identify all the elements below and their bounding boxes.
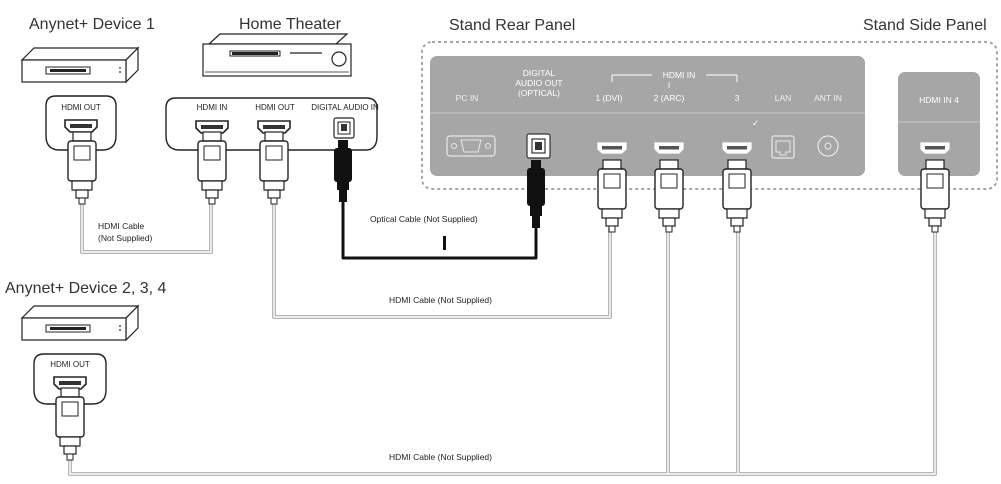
anynet1-hdmi-port xyxy=(64,119,98,133)
hdmi-cables xyxy=(68,202,937,476)
ht-hdmi-out-label: HDMI OUT xyxy=(255,103,295,112)
ant-in-port xyxy=(817,135,839,157)
panel-optical-plug xyxy=(527,160,545,228)
pc-in-port xyxy=(446,135,496,157)
hdmi3-label: 3 xyxy=(735,93,740,103)
hdmi-in-mark: I xyxy=(668,80,670,90)
home-theater-icon xyxy=(202,33,352,77)
hdmi3-port xyxy=(722,142,752,154)
anynet1-hdmi-out-label: HDMI OUT xyxy=(61,103,101,112)
optical-cable-caption: Optical Cable (Not Supplied) xyxy=(370,214,478,224)
stand-side-panel: HDMI IN 4 xyxy=(898,72,980,176)
ht-digital-audio-label: DIGITAL AUDIO IN xyxy=(311,103,379,112)
lan-port xyxy=(771,135,795,159)
hdmi1-plug xyxy=(597,159,627,233)
lan-label: LAN xyxy=(775,93,792,103)
hdmi4-label: HDMI IN 4 xyxy=(919,95,959,105)
ant-in-label: ANT IN xyxy=(814,93,842,103)
optical-out-port xyxy=(526,133,551,159)
hdmi3-plug xyxy=(722,159,752,233)
hdmi2-label: 2 (ARC) xyxy=(654,93,685,103)
digital-audio-label-1: DIGITAL xyxy=(523,68,556,78)
hdmi2-plug xyxy=(654,159,684,233)
hdmi4-plug xyxy=(920,159,950,233)
anynet234-port-bubble: HDMI OUT xyxy=(33,353,107,405)
home-theater-title: Home Theater xyxy=(239,16,342,33)
anynet234-device-icon xyxy=(21,305,139,341)
pc-in-label: PC IN xyxy=(456,93,479,103)
anynet1-title: Anynet+ Device 1 xyxy=(29,16,155,33)
ht-hdmi-in-label: HDMI IN xyxy=(197,103,228,112)
hdmi2-port xyxy=(654,142,684,154)
hdmi-mid-caption: HDMI Cable (Not Supplied) xyxy=(389,295,492,305)
cable1-caption-line2: (Not Supplied) xyxy=(98,233,153,243)
ht-hdmi-in-port xyxy=(195,120,229,134)
digital-audio-label-2: AUDIO OUT xyxy=(515,78,562,88)
ht-hdmi-in-plug xyxy=(197,131,227,205)
anynet234-title: Anynet+ Device 2, 3, 4 xyxy=(5,280,167,297)
hdmi-bottom-caption: HDMI Cable (Not Supplied) xyxy=(389,452,492,462)
hdmi4-port xyxy=(920,142,950,154)
hdmi-in-group-label: HDMI IN xyxy=(663,70,696,80)
anynet1-device-icon xyxy=(21,47,139,83)
panels-outline xyxy=(421,41,998,190)
ht-optical-plug xyxy=(334,140,352,202)
optical-cable-mark xyxy=(443,236,446,250)
anynet234-hdmi-port xyxy=(53,376,87,390)
stand-rear-panel: PC IN DIGITAL AUDIO OUT (OPTICAL) HDMI I… xyxy=(430,56,865,176)
ht-optical-port xyxy=(333,117,355,139)
anynet1-plug xyxy=(67,131,97,205)
cable-bottom-to-hdmi4 xyxy=(68,228,937,476)
side-panel-title: Stand Side Panel xyxy=(863,17,987,34)
ht-hdmi-out-plug xyxy=(259,131,289,205)
anynet1-port-bubble: HDMI OUT xyxy=(45,95,117,151)
cable1-caption-line1: HDMI Cable xyxy=(98,221,145,231)
digital-audio-label-3: (OPTICAL) xyxy=(518,88,560,98)
hdmi1-port xyxy=(597,142,627,154)
anynet234-hdmi-out-label: HDMI OUT xyxy=(50,360,90,369)
optical-cable xyxy=(341,196,538,260)
rear-panel-title: Stand Rear Panel xyxy=(449,17,575,34)
anynet234-plug xyxy=(55,387,85,461)
hdmi1-label: 1 (DVI) xyxy=(596,93,623,103)
panel-small-mark: ✓ xyxy=(752,118,759,128)
ht-hdmi-out-port xyxy=(257,120,291,134)
